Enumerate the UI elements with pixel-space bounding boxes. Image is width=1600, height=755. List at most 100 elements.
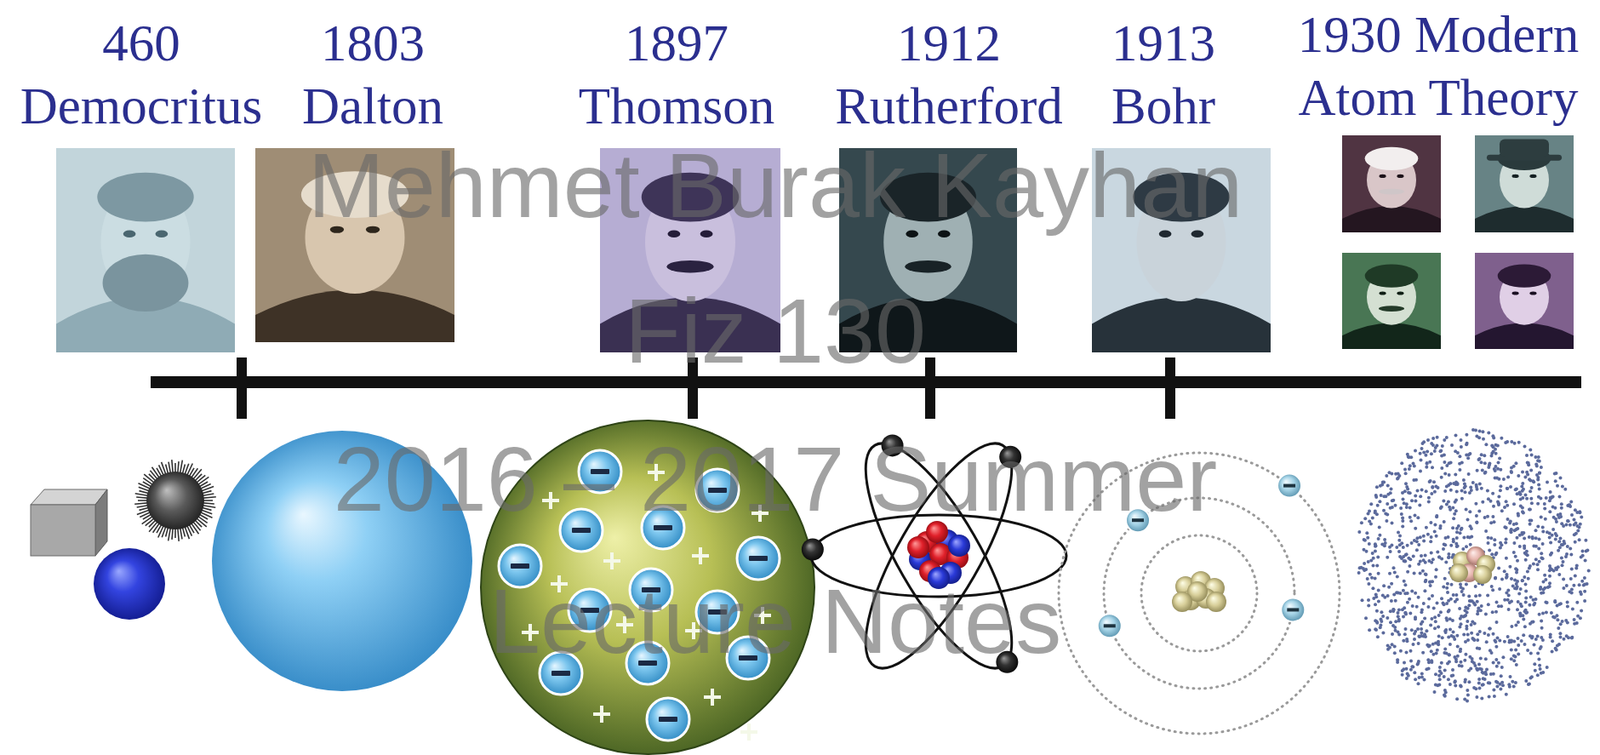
cloud-dot xyxy=(1493,577,1498,581)
cloud-dot xyxy=(1409,519,1413,523)
cloud-dot xyxy=(1506,517,1510,521)
cloud-dot xyxy=(1565,552,1569,556)
cloud-dot xyxy=(1426,438,1430,442)
cloud-dot xyxy=(1386,594,1390,598)
cloud-dot xyxy=(1581,548,1585,553)
cloud-dot xyxy=(1541,525,1545,529)
cloud-dot xyxy=(1536,477,1540,481)
cloud-dot xyxy=(1474,695,1479,699)
cloud-dot xyxy=(1539,465,1543,469)
cloud-dot xyxy=(1493,468,1498,473)
portrait-shade xyxy=(1474,135,1574,233)
cloud-dot xyxy=(1457,468,1462,472)
cloud-dot xyxy=(1357,571,1361,575)
portrait xyxy=(1474,135,1574,233)
cloud-dot xyxy=(1443,472,1447,476)
cloud-dot xyxy=(1418,468,1423,473)
watermark-text: Mehmet Burak Kayhan xyxy=(94,135,1457,237)
cloud-dot xyxy=(1367,542,1372,546)
cloud-dot xyxy=(1428,539,1433,543)
cloud-dot xyxy=(1514,487,1518,492)
cloud-dot xyxy=(1382,583,1386,588)
cloud-dot xyxy=(1532,601,1537,606)
cloud-dot xyxy=(1467,472,1471,476)
cloud-dot xyxy=(1401,497,1406,502)
cloud-dot xyxy=(1556,626,1560,630)
cloud-dot xyxy=(1469,526,1474,531)
cloud-dot xyxy=(1513,578,1517,583)
cloud-dot xyxy=(1524,588,1528,593)
portrait-eye xyxy=(1529,291,1537,295)
cloud-dot xyxy=(1422,539,1426,543)
cloud-dot xyxy=(1423,560,1428,565)
cloud-dot xyxy=(1390,521,1395,526)
cloud-dot xyxy=(1440,635,1445,640)
cloud-dot xyxy=(1483,471,1487,475)
cloud-dot xyxy=(1401,545,1406,549)
cloud-dot xyxy=(1434,672,1438,676)
portrait-coat xyxy=(1091,297,1271,353)
cloud-dot xyxy=(1485,667,1489,671)
cloud-dot xyxy=(1514,582,1519,586)
cloud-dot xyxy=(1405,676,1409,680)
positive-charge xyxy=(593,705,611,723)
cloud-dot xyxy=(1549,611,1554,615)
cloud-dot xyxy=(1467,594,1471,599)
cloud-dot xyxy=(1377,571,1381,576)
cloud-dot xyxy=(1514,566,1518,571)
cloud-dot xyxy=(1412,632,1417,636)
nucleon xyxy=(1449,563,1469,583)
cloud-dot xyxy=(1473,663,1477,668)
positive-charge xyxy=(603,552,621,570)
cloud-dot xyxy=(1366,511,1371,515)
timeline-heading: 1912 Rutherford xyxy=(808,11,1090,138)
cloud-dot xyxy=(1442,693,1446,698)
cloud-dot xyxy=(1519,587,1523,591)
timeline-heading: 460 Democritus xyxy=(5,11,278,138)
cloud-dot xyxy=(1447,608,1452,612)
cloud-dot xyxy=(1392,593,1396,597)
cloud-dot xyxy=(1437,554,1441,559)
cloud-dot xyxy=(1514,662,1519,667)
cloud-dot xyxy=(1525,461,1530,465)
cloud-dot xyxy=(1431,557,1435,561)
cloud-dot xyxy=(1537,537,1542,542)
cloud-dot xyxy=(1470,636,1475,640)
cloud-dot xyxy=(1434,534,1439,538)
cloud-dot xyxy=(1512,541,1516,545)
cloud-dot xyxy=(1498,484,1503,488)
cloud-dot xyxy=(1524,679,1528,683)
cloud-dot xyxy=(1529,651,1533,656)
cloud-dot xyxy=(1435,601,1440,606)
cloud-dot xyxy=(1428,460,1432,464)
cloud-dot xyxy=(1440,661,1444,665)
cloud-dot xyxy=(1458,649,1463,653)
cloud-dot xyxy=(1447,461,1452,465)
cloud-dot xyxy=(1560,506,1564,510)
plus-bar xyxy=(610,552,614,570)
portrait-beard xyxy=(102,254,189,312)
portrait xyxy=(56,148,235,353)
cloud-dot xyxy=(1393,571,1397,575)
cloud-dot xyxy=(1520,469,1525,474)
cloud-dot xyxy=(1528,447,1532,452)
cloud-dot xyxy=(1470,620,1475,624)
cloud-dot xyxy=(1434,514,1439,519)
cloud-dot xyxy=(1449,543,1453,548)
cloud-dot xyxy=(1475,632,1480,636)
cloud-dot xyxy=(1464,544,1469,549)
cloud-dot xyxy=(1420,488,1424,492)
cloud-dot xyxy=(1515,584,1520,589)
cloud-dot xyxy=(1516,636,1520,640)
cloud-dot xyxy=(1436,642,1440,646)
cloud-dot xyxy=(1426,605,1430,609)
cloud-dot xyxy=(1554,646,1558,651)
cloud-dot xyxy=(1530,452,1534,457)
cloud-dot xyxy=(1577,537,1582,542)
cloud-dot xyxy=(1423,453,1428,458)
timeline-heading: 1913 Bohr xyxy=(1074,11,1253,138)
democritus-atoms xyxy=(30,459,217,620)
cloud-dot xyxy=(1540,626,1544,630)
cloud-dot xyxy=(1550,650,1555,654)
cloud-dot xyxy=(1512,684,1516,688)
